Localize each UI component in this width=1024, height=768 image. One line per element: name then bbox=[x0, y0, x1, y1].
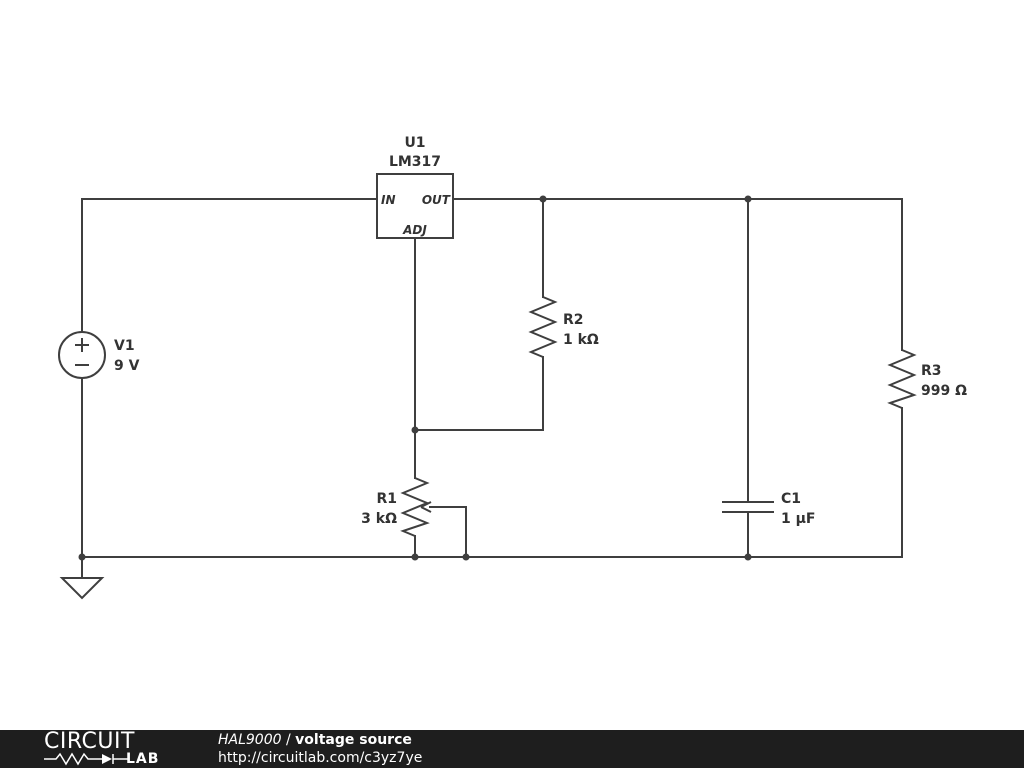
voltage-source-circle bbox=[58, 331, 106, 379]
potentiometer-r1[interactable]: R1 3 kΩ bbox=[361, 477, 432, 537]
r3-value: 999 Ω bbox=[921, 383, 967, 399]
junction-dot bbox=[462, 553, 470, 561]
r1-value: 3 kΩ bbox=[361, 511, 397, 527]
r2-zigzag bbox=[528, 296, 558, 358]
wire-r1-wiper bbox=[429, 506, 467, 558]
junctions bbox=[78, 195, 752, 561]
footer-bar: CIRCUIT LAB HAL9000 / voltage source htt… bbox=[0, 730, 1024, 768]
circuit-title[interactable]: voltage source bbox=[295, 732, 412, 748]
wires bbox=[81, 198, 903, 579]
regulator-ref: U1 bbox=[404, 135, 425, 151]
logo-word-circuit: CIRCUIT bbox=[44, 729, 135, 754]
junction-dot bbox=[744, 195, 752, 203]
circuit-meta: HAL9000 / voltage source http://circuitl… bbox=[218, 731, 422, 767]
circuitlab-logo[interactable]: CIRCUIT LAB bbox=[40, 730, 180, 768]
pin-in-label: IN bbox=[381, 193, 396, 207]
circuit-url[interactable]: http://circuitlab.com/c3yz7ye bbox=[218, 750, 423, 766]
c1-value: 1 µF bbox=[781, 511, 815, 527]
regulator-u1[interactable]: U1 LM317 IN OUT ADJ bbox=[376, 135, 454, 239]
r3-zigzag bbox=[887, 349, 917, 409]
r2-ref: R2 bbox=[563, 312, 584, 328]
voltage-source-value: 9 V bbox=[114, 358, 140, 374]
logo-word-lab: LAB bbox=[126, 751, 160, 767]
r2-value: 1 kΩ bbox=[563, 332, 599, 348]
resistor-r2[interactable]: R2 1 kΩ bbox=[528, 296, 599, 358]
wiper-arrow-icon bbox=[420, 501, 432, 513]
voltage-source-v1[interactable]: V1 9 V bbox=[58, 331, 140, 379]
circuit-schematic: U1 LM317 IN OUT ADJ V1 9 V R1 3 kΩ R2 1 … bbox=[58, 135, 967, 600]
r1-zigzag bbox=[400, 477, 430, 537]
r1-ref: R1 bbox=[376, 491, 397, 507]
junction-dot bbox=[744, 553, 752, 561]
regulator-part: LM317 bbox=[389, 154, 441, 170]
capacitor-c1[interactable]: C1 1 µF bbox=[722, 491, 815, 527]
junction-dot bbox=[78, 553, 86, 561]
junction-dot bbox=[411, 426, 419, 434]
r3-ref: R3 bbox=[921, 363, 942, 379]
junction-dot bbox=[411, 553, 419, 561]
circuit-heading: HAL9000 / voltage source bbox=[218, 731, 422, 749]
regulator-body bbox=[376, 173, 454, 239]
pin-adj-label: ADJ bbox=[402, 223, 427, 237]
voltage-source-ref: V1 bbox=[114, 338, 135, 354]
ground-triangle bbox=[59, 577, 105, 600]
resistor-r3[interactable]: R3 999 Ω bbox=[887, 349, 967, 409]
pin-out-label: OUT bbox=[422, 193, 451, 207]
author-link[interactable]: HAL9000 bbox=[218, 732, 282, 748]
c1-ref: C1 bbox=[781, 491, 801, 507]
junction-dot bbox=[539, 195, 547, 203]
plus-icon bbox=[75, 338, 89, 352]
resistor-diode-icon bbox=[44, 752, 128, 766]
path-separator: / bbox=[286, 732, 291, 748]
ground-icon[interactable] bbox=[59, 577, 105, 600]
